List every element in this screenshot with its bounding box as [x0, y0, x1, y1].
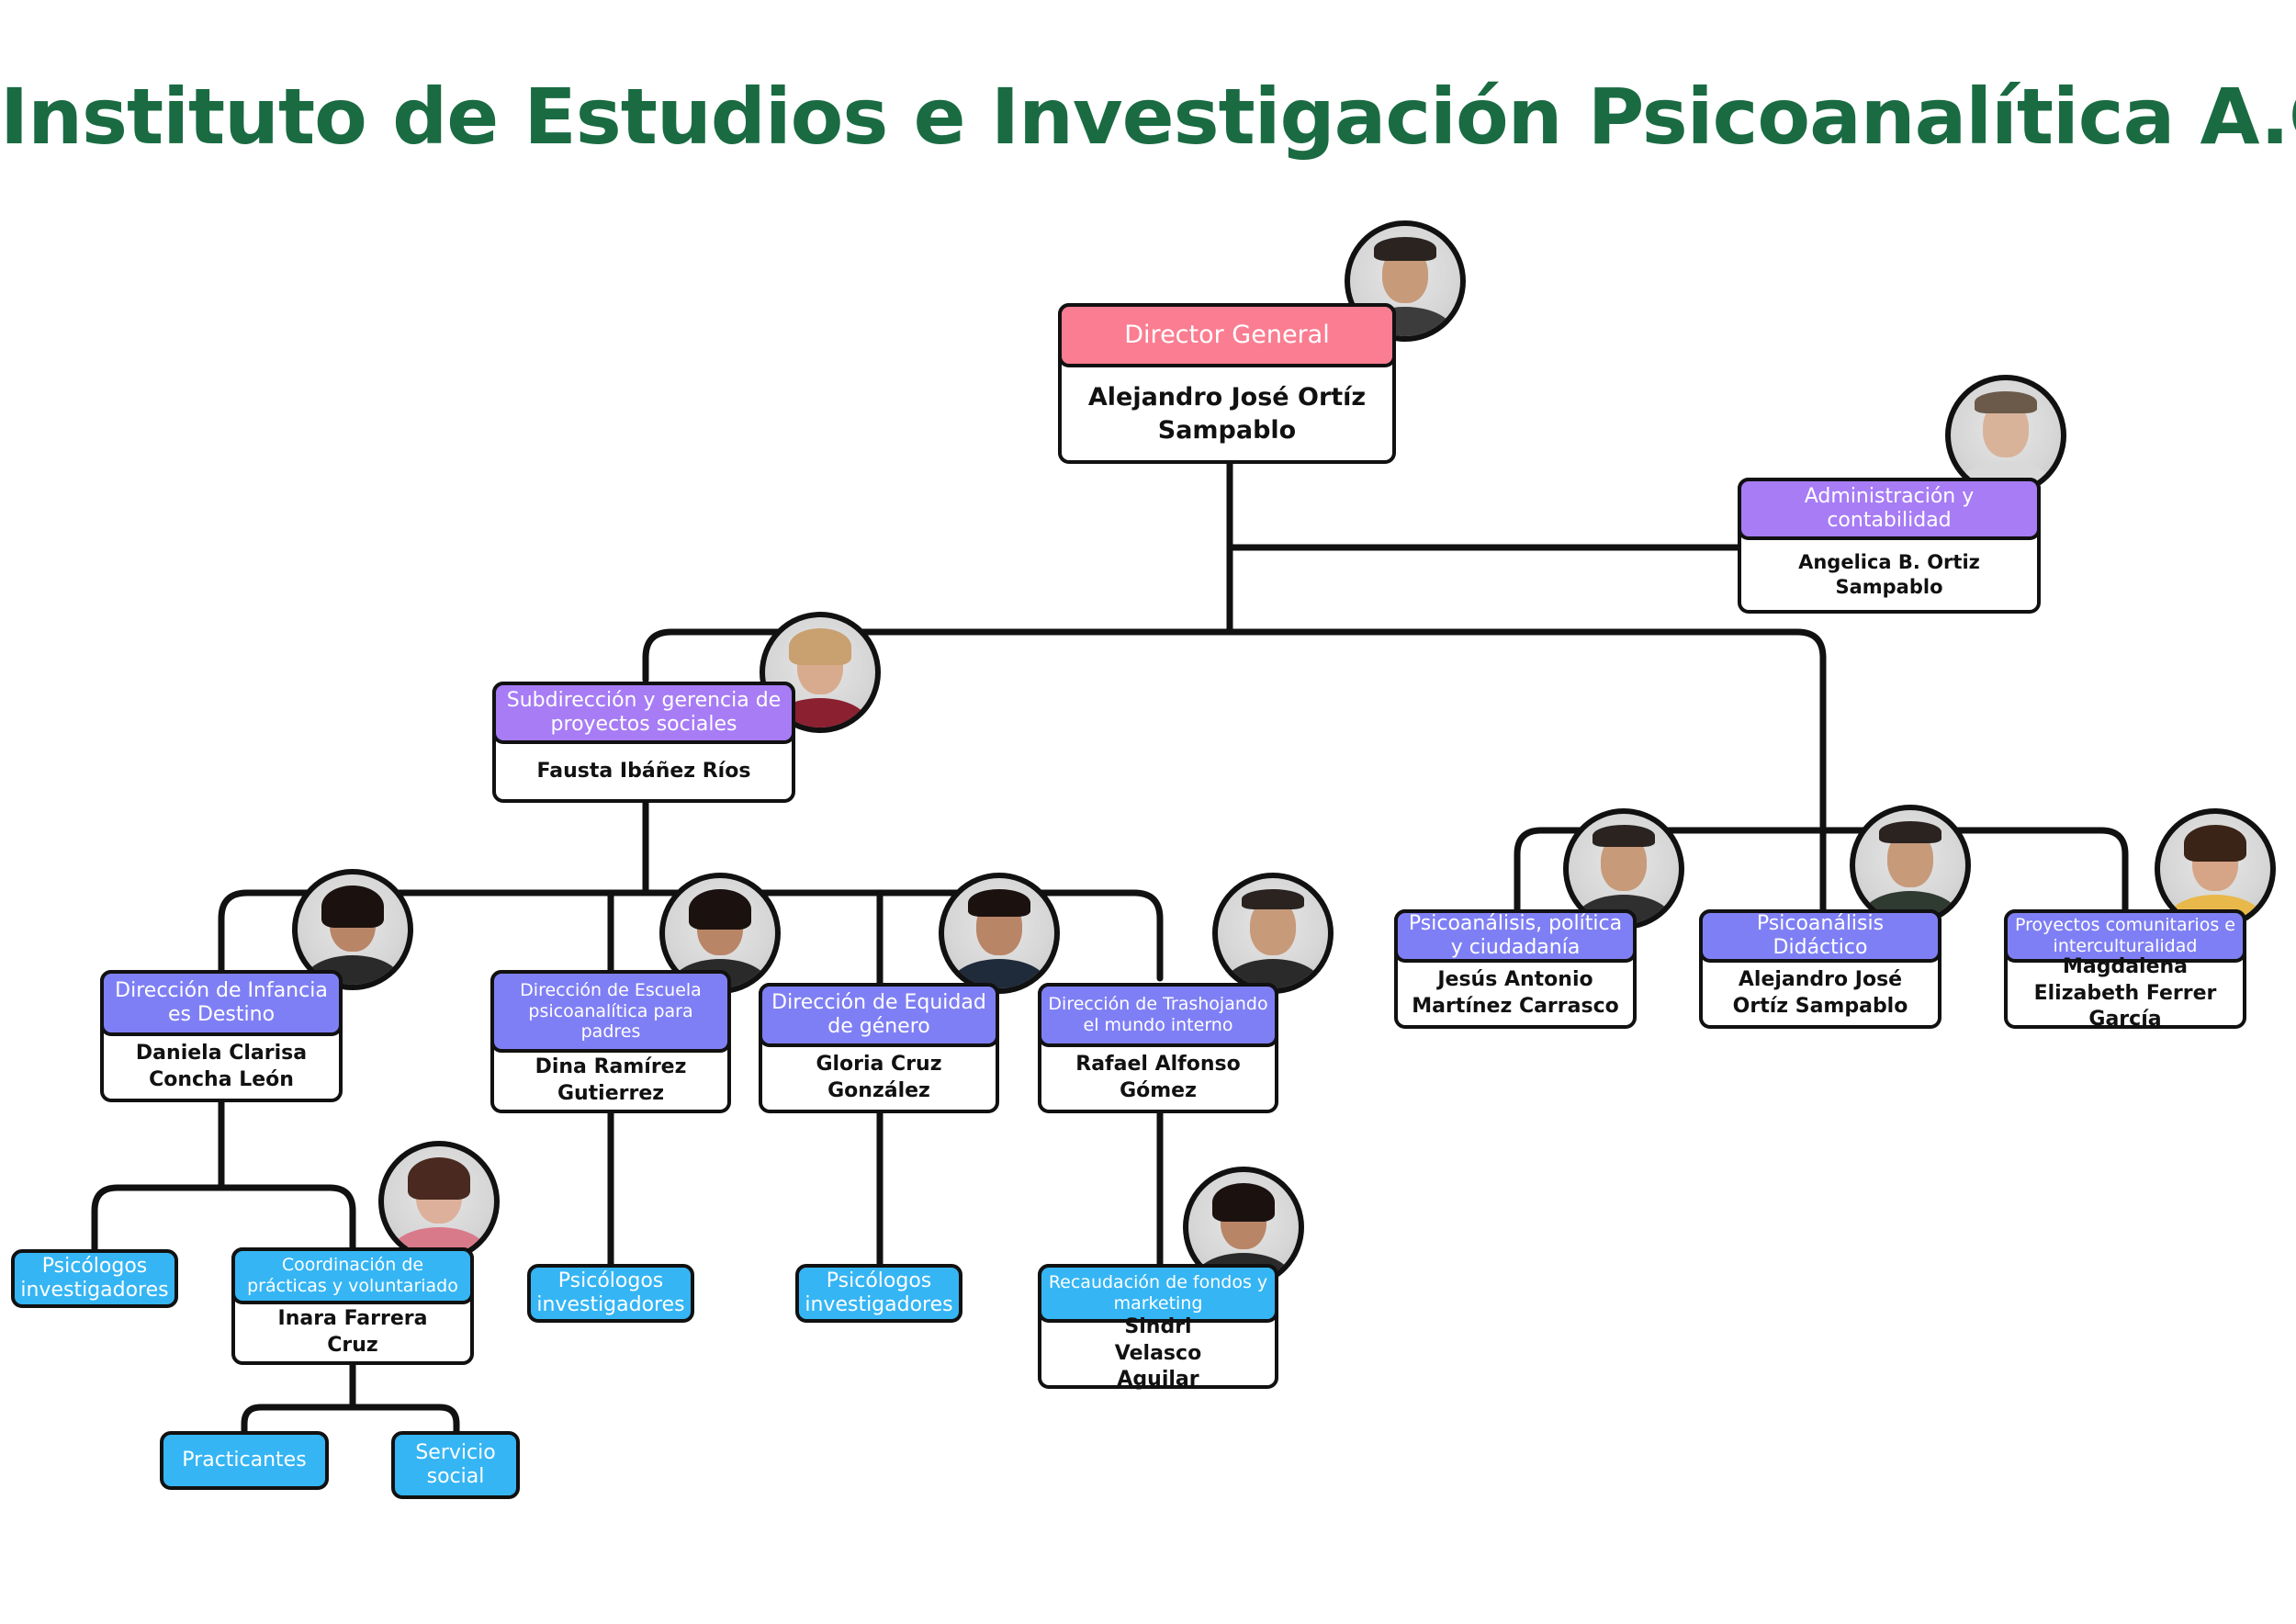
psico-didactico-role: Psicoanálisis Didáctico: [1699, 909, 1941, 963]
proyectos-role: Proyectos comunitarios e interculturalid…: [2004, 909, 2246, 963]
servicio-social-pill: Servicio social: [391, 1431, 520, 1499]
psicologos-investigadores-2: Psicólogos investigadores: [527, 1264, 694, 1323]
connector-main-branch: [642, 628, 1827, 922]
coordinacion-photo: [378, 1141, 500, 1262]
escuela-role: Dirección de Escuela psicoanalítica para…: [490, 970, 731, 1053]
director-name: Alejandro José Ortíz Sampablo: [1087, 383, 1367, 445]
subdireccion-name: Fausta Ibáñez Ríos: [536, 759, 751, 783]
equidad-name: Gloria Cruz González: [816, 1053, 942, 1102]
psico-politica-name: Jesús Antonio Martínez Carrasco: [1412, 968, 1619, 1018]
psico-politica-card: Psicoanálisis, política y ciudadanía Jes…: [1394, 909, 1637, 1029]
recaudacion-role: Recaudación de fondos y marketing: [1038, 1264, 1278, 1323]
infancia-name: Daniela Clarisa Concha León: [135, 1042, 308, 1091]
subdireccion-card: Subdirección y gerencia de proyectos soc…: [492, 682, 795, 803]
psicologos-investigadores-1: Psicólogos investigadores: [11, 1249, 178, 1308]
subdireccion-role: Subdirección y gerencia de proyectos soc…: [492, 682, 795, 744]
administracion-card: Administración y contabilidad Angelica B…: [1738, 478, 2041, 614]
psico-politica-role: Psicoanálisis, política y ciudadanía: [1394, 909, 1637, 963]
coordinacion-card: Coordinación de prácticas y voluntariado…: [231, 1247, 474, 1365]
connector-infancia-children: [91, 1184, 356, 1255]
recaudacion-card: Recaudación de fondos y marketing Sindri…: [1038, 1264, 1278, 1392]
infancia-photo: [292, 869, 413, 990]
escuela-name: Dina Ramírez Gutierrez: [535, 1055, 687, 1105]
proyectos-card: Proyectos comunitarios e interculturalid…: [2004, 909, 2246, 1032]
coordinacion-role: Coordinación de prácticas y voluntariado: [231, 1247, 474, 1304]
coordinacion-name: Inara Farrera Cruz: [277, 1307, 428, 1357]
escuela-card: Dirección de Escuela psicoanalítica para…: [490, 970, 731, 1113]
connector-coordinacion-children: [241, 1404, 460, 1438]
page-title: Instituto de Estudios e Investigación Ps…: [0, 72, 2296, 162]
administracion-role: Administración y contabilidad: [1738, 478, 2041, 540]
equidad-role: Dirección de Equidad de género: [759, 983, 999, 1047]
infancia-card: Dirección de Infancia es Destino Daniela…: [100, 970, 343, 1102]
psico-didactico-name: Alejandro José Ortíz Sampablo: [1732, 968, 1908, 1018]
proyectos-name: Magdalena Elizabeth Ferrer García: [2033, 955, 2217, 1032]
trashojando-role: Dirección de Trashojando el mundo intern…: [1038, 983, 1278, 1047]
trashojando-card: Dirección de Trashojando el mundo intern…: [1038, 983, 1278, 1113]
recaudacion-name: Sindri Velasco Aguilar: [1114, 1315, 1202, 1392]
trashojando-name: Rafael Alfonso Gómez: [1075, 1053, 1241, 1102]
equidad-card: Dirección de Equidad de género Gloria Cr…: [759, 983, 999, 1113]
psico-didactico-card: Psicoanálisis Didáctico Alejandro José O…: [1699, 909, 1941, 1029]
trashojando-photo: [1212, 873, 1334, 994]
director-card: Director General Alejandro José Ortíz Sa…: [1058, 303, 1396, 464]
psico-didactico-photo: [1850, 805, 1971, 926]
administracion-photo: [1945, 375, 2066, 496]
connector-psico-group: [1514, 827, 2129, 913]
infancia-role: Dirección de Infancia es Destino: [100, 970, 343, 1036]
equidad-photo: [939, 873, 1060, 994]
director-role: Director General: [1058, 303, 1396, 367]
practicantes-pill: Practicantes: [160, 1431, 329, 1490]
psicologos-investigadores-3: Psicólogos investigadores: [795, 1264, 962, 1323]
administracion-name: Angelica B. Ortiz Sampablo: [1798, 550, 1980, 598]
